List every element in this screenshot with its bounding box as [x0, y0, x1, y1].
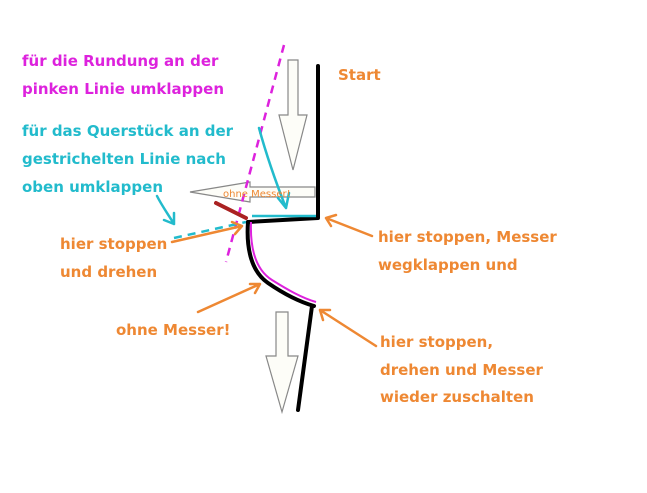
- cyan-arrow-to-fold: [155, 194, 176, 226]
- seam-end-segment: [296, 304, 314, 412]
- stop-turn-line-1: hier stoppen: [60, 235, 167, 253]
- pink-dashed-fold-line: [224, 44, 286, 263]
- stop-turn-line-2: und drehen: [60, 263, 157, 281]
- hollow-arrow-down-bottom: [265, 311, 299, 415]
- orange-arrow-stop-knife: [324, 213, 374, 238]
- stop-again-line-3: wieder zuschalten: [380, 388, 534, 406]
- no-knife-small-label: ohne Messer!: [223, 189, 291, 200]
- stop-again-line-1: hier stoppen,: [380, 333, 493, 351]
- dark-red-mark: [214, 201, 248, 220]
- seam-curve: [245, 220, 316, 308]
- cyan-instruction-line-2: gestrichelten Linie nach: [22, 150, 226, 168]
- start-label: Start: [338, 66, 381, 84]
- orange-arrow-stop-again: [318, 308, 378, 348]
- hollow-arrow-down-top: [278, 59, 308, 171]
- cyan-instruction-line-1: für das Querstück an der: [22, 122, 234, 140]
- orange-arrow-no-knife: [196, 282, 262, 314]
- cyan-dashed-fold-line: [173, 220, 247, 240]
- pink-instruction-line-2: pinken Linie umklappen: [22, 80, 224, 98]
- cyan-instruction-line-3: oben umklappen: [22, 178, 163, 196]
- stop-knife-away-line-1: hier stoppen, Messer: [378, 228, 557, 246]
- cyan-arrow-to-crosspiece: [257, 126, 291, 210]
- orange-arrow-stop-turn: [170, 220, 244, 244]
- stop-again-line-2: drehen und Messer: [380, 361, 544, 379]
- seam-start-segment: [246, 64, 320, 224]
- stop-knife-away-line-2: wegklappen und: [378, 256, 518, 274]
- hollow-arrow-left: [189, 181, 316, 203]
- no-knife-label: ohne Messer!: [116, 321, 230, 339]
- seam-curve-pink: [249, 221, 317, 303]
- pink-instruction-line-1: für die Rundung an der: [22, 52, 219, 70]
